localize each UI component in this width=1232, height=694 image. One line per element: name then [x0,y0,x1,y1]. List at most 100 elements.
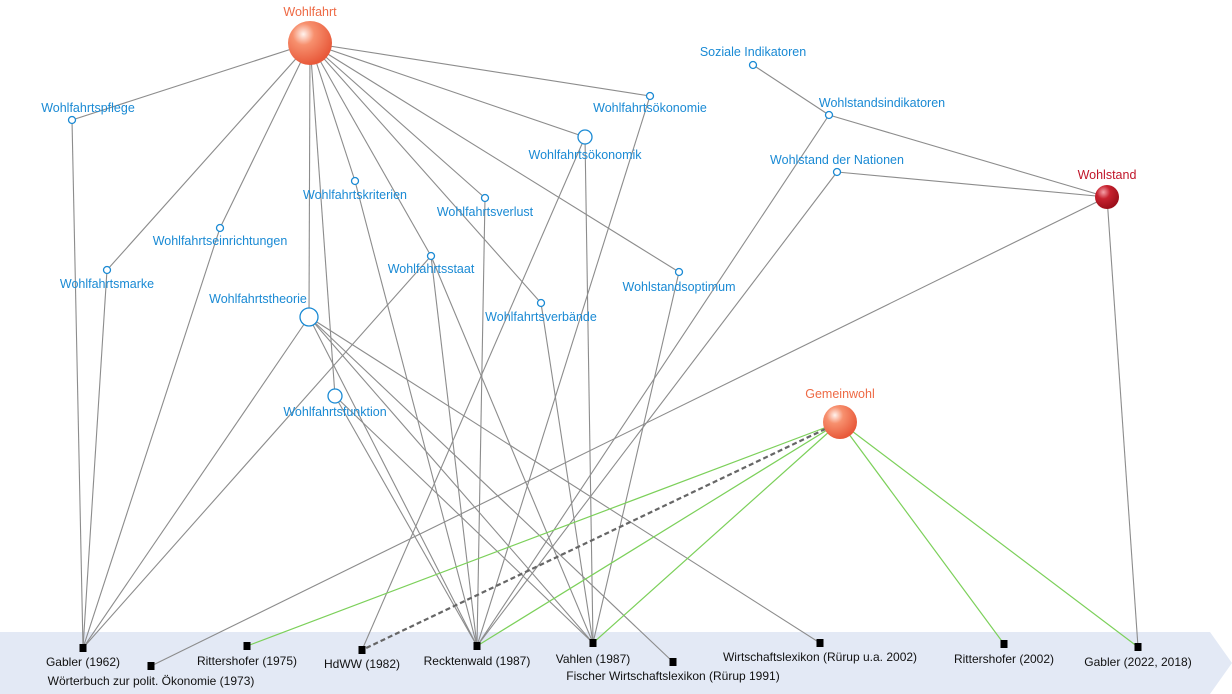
label-hdww1982: HdWW (1982) [323,657,401,671]
label-sozind: Soziale Indikatoren [699,45,807,59]
label-staat: Wohlfahrtsstaat [387,262,475,276]
label-wlex2002: Wirtschaftslexikon (Rürup u.a. 2002) [722,650,918,664]
label-gabler2022: Gabler (2022, 2018) [1084,655,1192,669]
green-edge-gemeinwohl-ritter1975 [246,421,841,647]
edge-marke-gabler1962 [82,269,108,649]
node-vahlen1987[interactable] [589,639,597,647]
label-ritter2002: Rittershofer (2002) [953,652,1055,666]
edge-wohlfahrt-oekonomik [309,42,586,138]
node-wsind[interactable] [824,110,834,120]
node-ritter1975[interactable] [243,642,251,650]
edge-theorie-fischer1991 [308,316,674,663]
label-funktion: Wohlfahrtsfunktion [283,405,387,419]
node-reckten1987[interactable] [473,642,481,650]
edge-wohlfahrt-staat [309,42,432,257]
edge-oekonomie-reckten1987 [476,95,651,647]
edge-wsind-reckten1987 [476,114,830,647]
node-sozind[interactable] [748,60,758,70]
timeline-band [0,632,1232,694]
edge-theorie-vahlen1987 [308,316,594,644]
node-pflege[interactable] [67,115,77,125]
node-ritter2002[interactable] [1000,640,1008,648]
edge-sozind-wsind [752,64,830,116]
node-wohlfahrt[interactable] [288,21,332,65]
edge-verlust-reckten1987 [476,197,486,647]
edge-wsind-wohlstand [828,114,1108,198]
edge-staat-reckten1987 [430,255,478,647]
label-wohlfahrt: Wohlfahrt [283,5,337,19]
label-oekonomik: Wohlfahrtsökonomik [528,148,642,162]
node-gabler1962[interactable] [79,644,87,652]
label-kriterien: Wohlfahrtskriterien [303,188,407,202]
edge-theorie-gabler1962 [82,316,310,649]
green-edge-gemeinwohl-ritter2002 [839,421,1005,645]
green-edge-gemeinwohl-vahlen1987 [592,421,841,644]
edge-wohlfahrt-verlust [309,42,486,199]
edge-wohlfahrt-oekonomie [309,42,651,97]
edge-staat-vahlen1987 [430,255,594,644]
label-theorie: Wohlfahrtstheorie [209,292,307,306]
node-wlex2002[interactable] [816,639,824,647]
label-pflege: Wohlfahrtspflege [41,101,135,115]
node-gemeinwohl[interactable] [823,405,857,439]
edge-theorie-wlex2002 [308,316,821,644]
green-edge-gemeinwohl-reckten1987 [476,421,841,647]
node-oekonomie[interactable] [645,91,655,101]
label-wohlstand: Wohlstand [1077,168,1137,182]
node-staat[interactable] [426,251,436,261]
edge-wohlstand-gabler2022 [1106,196,1139,648]
node-hdww1982[interactable] [358,646,366,654]
label-marke: Wohlfahrtsmarke [59,277,155,291]
label-reckten1987: Recktenwald (1987) [423,654,531,668]
label-fischer1991: Fischer Wirtschaftslexikon (Rürup 1991) [566,669,780,683]
node-funktion[interactable] [327,388,343,404]
edge-verbaende-vahlen1987 [540,302,594,644]
label-nationen: Wohlstand der Nationen [770,153,904,167]
label-optimum: Wohlstandsoptimum [622,280,736,294]
label-oekonomie: Wohlfahrtsökonomie [593,101,707,115]
edge-optimum-vahlen1987 [592,271,680,644]
node-gabler2022[interactable] [1134,643,1142,651]
node-kriterien[interactable] [350,176,360,186]
edge-staat-gabler1962 [82,255,432,649]
edge-theorie-reckten1987 [308,316,478,647]
label-verlust: Wohlfahrtsverlust [436,205,534,219]
edge-oekonomik-vahlen1987 [584,136,594,644]
node-verbaende[interactable] [536,298,546,308]
label-einrichtungen: Wohlfahrtseinrichtungen [152,234,288,248]
node-fischer1991[interactable] [669,658,677,666]
label-woerterbuch1973: Wörterbuch zur polit. Ökonomie (1973) [47,674,255,688]
edge-wohlfahrt-optimum [309,42,680,273]
green-edge-gemeinwohl-gabler2022 [839,421,1139,648]
node-oekonomik[interactable] [577,129,593,145]
edge-funktion-vahlen1987 [334,395,594,644]
edge-wohlfahrt-einrichtungen [219,42,311,229]
node-optimum[interactable] [674,267,684,277]
node-verlust[interactable] [480,193,490,203]
edge-wohlfahrt-verbaende [309,42,542,304]
edge-wohlfahrt-marke [106,42,311,271]
label-wsind: Wohlstandsindikatoren [818,96,946,110]
node-theorie[interactable] [299,307,319,327]
node-woerterbuch1973[interactable] [147,662,155,670]
edge-pflege-gabler1962 [71,119,84,649]
node-wohlstand[interactable] [1095,185,1119,209]
dashed-edge-gemeinwohl-hdww1982 [361,421,841,651]
edge-wohlfahrt-pflege [71,42,311,121]
edge-wohlstand-woerterbuch1973 [150,196,1108,667]
node-marke[interactable] [102,265,112,275]
node-nationen[interactable] [832,167,842,177]
edge-nationen-reckten1987 [476,171,838,647]
label-ritter1975: Rittershofer (1975) [196,654,298,668]
edge-einrichtungen-gabler1962 [82,227,221,649]
edge-oekonomik-hdww1982 [361,136,586,651]
label-verbaende: Wohlfahrtsverbände [485,310,597,324]
label-vahlen1987: Vahlen (1987) [555,652,631,666]
node-einrichtungen[interactable] [215,223,225,233]
edge-kriterien-reckten1987 [354,180,478,647]
label-gabler1962: Gabler (1962) [45,655,121,669]
edge-wohlfahrt-kriterien [309,42,356,182]
edge-wohlfahrt-theorie [308,42,311,318]
edge-funktion-reckten1987 [334,395,478,647]
